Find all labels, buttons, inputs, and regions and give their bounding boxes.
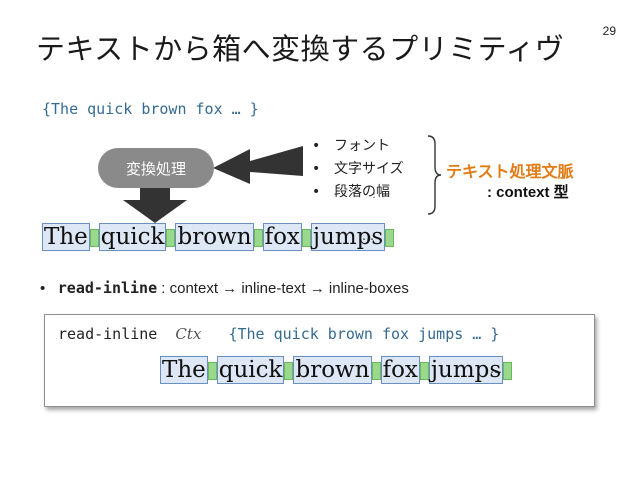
example-literal: {The quick brown fox jumps … } <box>228 325 500 343</box>
curly-brace-icon <box>427 135 442 215</box>
main-bullet: • read-inline : context → inline-text → … <box>40 279 409 297</box>
word-box: brown <box>293 356 372 384</box>
word-box: quick <box>98 223 167 251</box>
example-ctx: Ctx <box>175 325 202 343</box>
space-box <box>89 229 99 247</box>
process-box: 変換処理 <box>98 148 214 188</box>
space-box <box>207 362 217 380</box>
vertical-ellipsis: ⋮ <box>369 189 379 200</box>
down-arrow-icon <box>123 186 187 223</box>
function-name: read-inline <box>57 279 158 297</box>
ellipsis: … <box>490 362 502 376</box>
inline-box-row: The quick brown fox jumps <box>42 223 395 251</box>
property-bullet-list: •フォント •文字サイズ •段落の幅 <box>312 135 404 204</box>
bullet-marker: • <box>40 280 46 297</box>
space-box <box>166 229 176 247</box>
space-box <box>371 362 381 380</box>
space-box <box>253 229 263 247</box>
bullet-paragraph-width: •段落の幅 <box>312 184 390 200</box>
context-label: テキスト処理文脈 <box>446 162 574 181</box>
word-box: jumps <box>428 356 504 384</box>
word-box: The <box>160 356 208 384</box>
space-box <box>385 229 395 247</box>
example-inline-box-row: The quick brown fox jumps <box>160 356 513 384</box>
space-box <box>301 229 311 247</box>
example-code: read-inline Ctx {The quick brown fox jum… <box>58 325 499 343</box>
code-line-input-text: {The quick brown fox … } <box>42 100 259 118</box>
function-signature: : context → inline-text → inline-boxes <box>157 280 409 297</box>
word-box: jumps <box>310 223 386 251</box>
space-box <box>503 362 513 380</box>
bullet-font-size: •文字サイズ <box>312 161 404 177</box>
word-box: The <box>42 223 90 251</box>
bullet-font: •フォント <box>312 138 390 154</box>
example-function: read-inline <box>58 325 158 343</box>
page-number: 29 <box>602 24 616 38</box>
word-box: fox <box>262 223 302 251</box>
word-box: fox <box>380 356 420 384</box>
space-box <box>419 362 429 380</box>
left-arrow-icon <box>213 146 303 184</box>
ellipsis: … <box>362 229 374 243</box>
word-box: quick <box>216 356 285 384</box>
space-box <box>284 362 294 380</box>
word-box: brown <box>175 223 254 251</box>
slide-title: テキストから箱へ変換するプリミティヴ <box>36 32 565 66</box>
context-type-label: : context 型 <box>487 184 569 201</box>
